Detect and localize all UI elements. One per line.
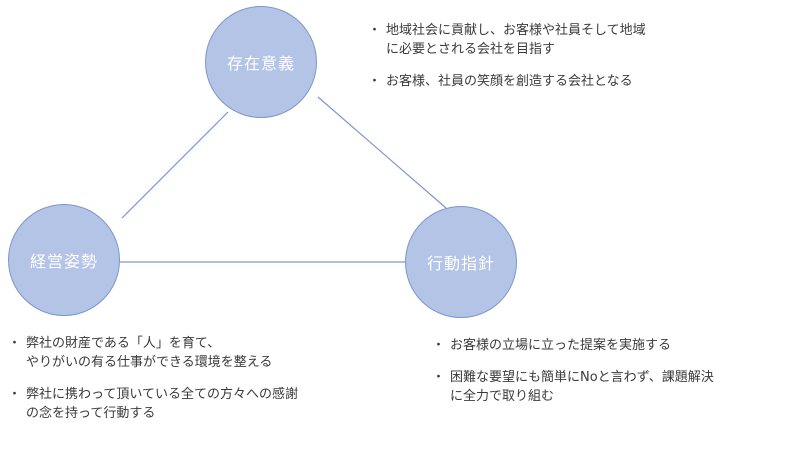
note-item: 地域社会に貢献し、お客様や社員そして地域 に必要とされる会社を目指す <box>368 21 772 59</box>
connector-sonzai-keiei <box>121 111 229 219</box>
note-item: 弊社に携わって頂いている全ての方々への感謝 の念を持って行動する <box>8 385 402 423</box>
notes-sonzai-igi: 地域社会に貢献し、お客様や社員そして地域 に必要とされる会社を目指す お客様、社… <box>368 21 772 104</box>
node-kodo-shishin: 行動指針 <box>405 206 517 318</box>
notes-kodo-shishin: お客様の立場に立った提案を実施する 困難な要望にも簡単にNoと言わず、課題解決 … <box>432 336 796 419</box>
notes-keiei-shisei: 弊社の財産である「人」を育て、 やりがいの有る仕事ができる環境を整える 弊社に携… <box>8 334 402 436</box>
note-item: 弊社の財産である「人」を育て、 やりがいの有る仕事ができる環境を整える <box>8 334 402 372</box>
connector-sonzai-kodo <box>317 96 447 209</box>
node-keiei-shisei-label: 経営姿勢 <box>29 252 98 271</box>
node-keiei-shisei: 経営姿勢 <box>8 204 120 316</box>
note-item: 困難な要望にも簡単にNoと言わず、課題解決 に全力で取り組む <box>432 368 796 406</box>
note-item: お客様、社員の笑顔を創造する会社となる <box>368 72 772 91</box>
node-sonzai-igi-label: 存在意義 <box>226 54 295 73</box>
node-sonzai-igi: 存在意義 <box>205 6 317 118</box>
node-kodo-shishin-label: 行動指針 <box>426 254 495 273</box>
note-item: お客様の立場に立った提案を実施する <box>432 336 796 355</box>
